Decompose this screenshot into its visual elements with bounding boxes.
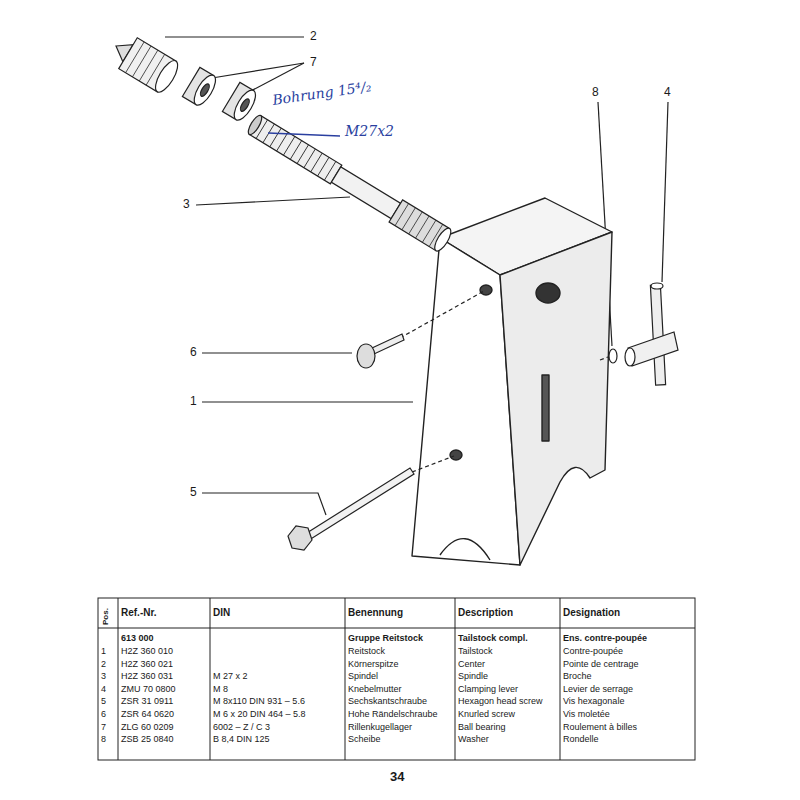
table-cell: Knurled screw: [458, 710, 515, 719]
table-header: Ref.-Nr.: [121, 608, 157, 618]
table-cell: 3: [101, 672, 106, 681]
table-cell: H2Z 360 010: [121, 647, 173, 656]
table-cell: Tailstock compl.: [458, 634, 528, 643]
table-cell: Reitstock: [348, 647, 385, 656]
callout-number: 3: [183, 198, 190, 210]
table-cell: ZSR 31 0911: [121, 697, 173, 706]
table-cell: B 8,4 DIN 125: [213, 735, 270, 744]
table-cell: 8: [101, 735, 106, 744]
table-cell: H2Z 360 021: [121, 660, 173, 669]
table-cell: Center: [458, 660, 485, 669]
table-cell: Scheibe: [348, 735, 381, 744]
table-cell: 4: [101, 685, 106, 694]
table-cell: Ball bearing: [458, 723, 506, 732]
callout-number: 6: [190, 346, 197, 358]
callout-number: 2: [310, 30, 317, 42]
table-cell: Gruppe Reitstock: [348, 634, 423, 643]
table-cell: Contre-poupée: [563, 647, 623, 656]
table-cell: Körnerspitze: [348, 660, 399, 669]
table-cell: 6: [101, 710, 106, 719]
table-cell: M 8x110 DIN 931 – 5.6: [213, 697, 305, 706]
callout-number: 5: [190, 486, 197, 498]
table-cell: Sechskantschraube: [348, 697, 427, 706]
table-cell: Roulement à billes: [563, 723, 637, 732]
table-cell: 5: [101, 697, 106, 706]
table-cell: 6002 – Z / C 3: [213, 723, 270, 732]
table-cell: 1: [101, 647, 106, 656]
table-cell: Hohe Rändelschraube: [348, 710, 438, 719]
table-cell: Vis moletée: [563, 710, 610, 719]
handwritten-note: M27x2: [345, 124, 394, 138]
table-header: Designation: [563, 608, 620, 618]
table-cell: Spindel: [348, 672, 378, 681]
table-cell: Clamping lever: [458, 685, 518, 694]
table-cell: Tailstock: [458, 647, 493, 656]
table-header: Pos.: [102, 609, 110, 626]
table-cell: Spindle: [458, 672, 488, 681]
table-cell: ZSR 64 0620: [121, 710, 174, 719]
callout-number: 1: [190, 395, 197, 407]
table-header: Benennung: [348, 608, 403, 618]
table-header: Description: [458, 608, 513, 618]
table-cell: 7: [101, 723, 106, 732]
table-cell: ZSB 25 0840: [121, 735, 174, 744]
table-cell: Knebelmutter: [348, 685, 402, 694]
table-cell: Broche: [563, 672, 592, 681]
table-cell: M 6 x 20 DIN 464 – 5.8: [213, 710, 306, 719]
table-cell: Washer: [458, 735, 489, 744]
page-number: 34: [390, 770, 404, 783]
handwritten-note: Bohrung 15⁴/₂: [272, 79, 373, 107]
table-header: DIN: [213, 608, 230, 618]
table-cell: 613 000: [121, 634, 154, 643]
table-cell: Pointe de centrage: [563, 660, 639, 669]
table-cell: Ens. contre-poupée: [563, 634, 647, 643]
table-cell: M 27 x 2: [213, 672, 248, 681]
table-cell: Levier de serrage: [563, 685, 633, 694]
table-cell: H2Z 360 031: [121, 672, 173, 681]
callout-number: 8: [592, 86, 599, 98]
table-cell: Hexagon head screw: [458, 697, 543, 706]
callout-number: 4: [664, 86, 671, 98]
table-cell: ZLG 60 0209: [121, 723, 174, 732]
table-cell: Rondelle: [563, 735, 599, 744]
table-cell: 2: [101, 660, 106, 669]
table-cell: ZMU 70 0800: [121, 685, 176, 694]
table-cell: Vis hexagonale: [563, 697, 624, 706]
table-cell: M 8: [213, 685, 228, 694]
table-cell: Rillenkugellager: [348, 723, 412, 732]
callout-number: 7: [310, 56, 317, 68]
